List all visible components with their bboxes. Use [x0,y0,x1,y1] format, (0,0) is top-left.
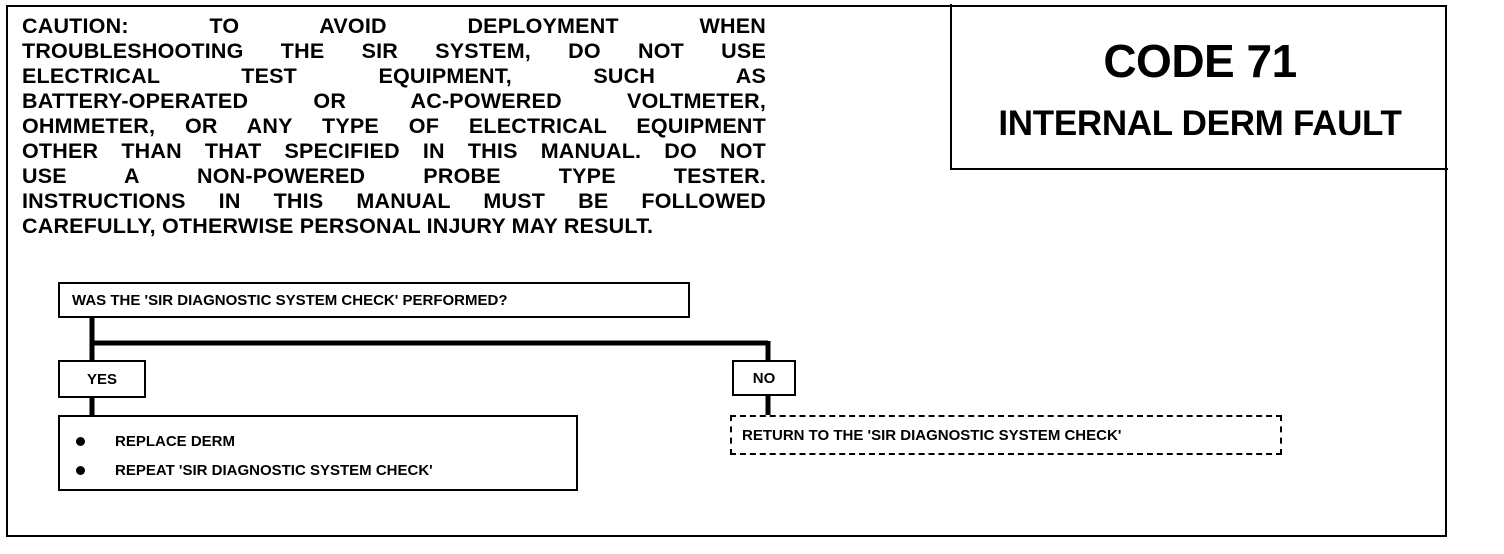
caution-line: ELECTRICAL TEST EQUIPMENT, SUCH AS [22,64,766,88]
return-to-check-box: RETURN TO THE 'SIR DIAGNOSTIC SYSTEM CHE… [730,415,1282,455]
yes-box: YES [58,360,146,398]
action-text: REPLACE DERM [115,433,236,450]
yes-action-box: REPLACE DERM REPEAT 'SIR DIAGNOSTIC SYST… [58,415,578,491]
caution-text-block: CAUTION: TO AVOID DEPLOYMENT WHEN TROUBL… [22,14,766,239]
caution-line: TROUBLESHOOTING THE SIR SYSTEM, DO NOT U… [22,39,766,63]
bullet-icon [76,466,85,475]
code-description: INTERNAL DERM FAULT [998,104,1402,143]
caution-line: USE A NON-POWERED PROBE TYPE TESTER. [22,164,766,188]
code-number: CODE 71 [1103,35,1297,87]
action-item: REPLACE DERM [60,427,576,456]
page-frame [6,5,1447,537]
bullet-icon [76,437,85,446]
action-item: REPEAT 'SIR DIAGNOSTIC SYSTEM CHECK' [60,456,576,485]
caution-line: BATTERY-OPERATED OR AC-POWERED VOLTMETER… [22,89,766,113]
caution-line: OHMMETER, OR ANY TYPE OF ELECTRICAL EQUI… [22,114,766,138]
caution-line: CAUTION: TO AVOID DEPLOYMENT WHEN [22,14,766,38]
action-text: REPEAT 'SIR DIAGNOSTIC SYSTEM CHECK' [115,462,433,479]
no-box: NO [732,360,796,396]
caution-line: INSTRUCTIONS IN THIS MANUAL MUST BE FOLL… [22,189,766,213]
question-box: WAS THE 'SIR DIAGNOSTIC SYSTEM CHECK' PE… [58,282,690,318]
code-title-box: CODE 71 INTERNAL DERM FAULT [950,4,1448,170]
caution-line: CAREFULLY, OTHERWISE PERSONAL INJURY MAY… [22,214,654,238]
caution-line: OTHER THAN THAT SPECIFIED IN THIS MANUAL… [22,139,766,163]
